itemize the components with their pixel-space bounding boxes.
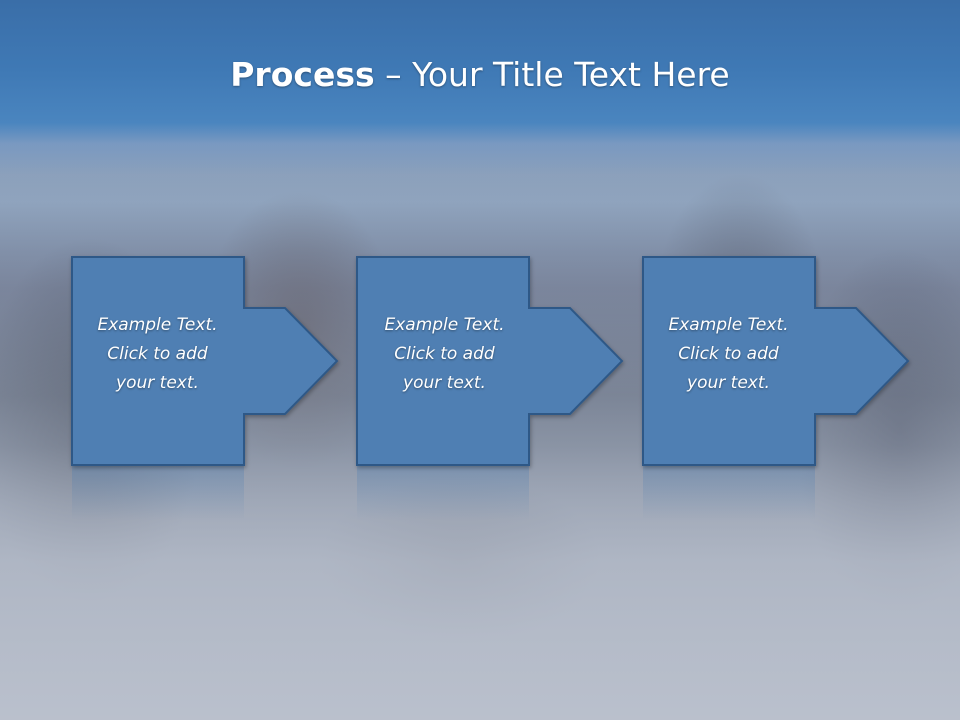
slide-title[interactable]: Process – Your Title Text Here (0, 52, 960, 98)
step-2-text[interactable]: Example Text. Click to add your text. (357, 311, 532, 398)
step-1-reflection (72, 466, 244, 520)
step-3-line-3: your text. (687, 373, 770, 393)
title-band (0, 0, 960, 175)
step-3-line-2: Click to add (678, 344, 779, 364)
title-separator: – (374, 55, 413, 94)
step-1-arrow[interactable] (71, 256, 339, 466)
step-2-line-1: Example Text. (384, 315, 505, 335)
step-1-line-1: Example Text. (97, 315, 218, 335)
step-3-arrow[interactable] (642, 256, 910, 466)
title-bold: Process (230, 55, 375, 94)
step-2-arrow[interactable] (356, 256, 624, 466)
step-1-line-3: your text. (116, 373, 199, 393)
step-1-text[interactable]: Example Text. Click to add your text. (70, 311, 245, 398)
title-rest: Your Title Text Here (412, 55, 730, 94)
step-2-reflection (357, 466, 529, 520)
step-1-line-2: Click to add (107, 344, 208, 364)
step-3-line-1: Example Text. (668, 315, 789, 335)
step-2-line-3: your text. (403, 373, 486, 393)
step-3-text[interactable]: Example Text. Click to add your text. (641, 311, 816, 398)
step-3-reflection (643, 466, 815, 520)
step-2-line-2: Click to add (394, 344, 495, 364)
